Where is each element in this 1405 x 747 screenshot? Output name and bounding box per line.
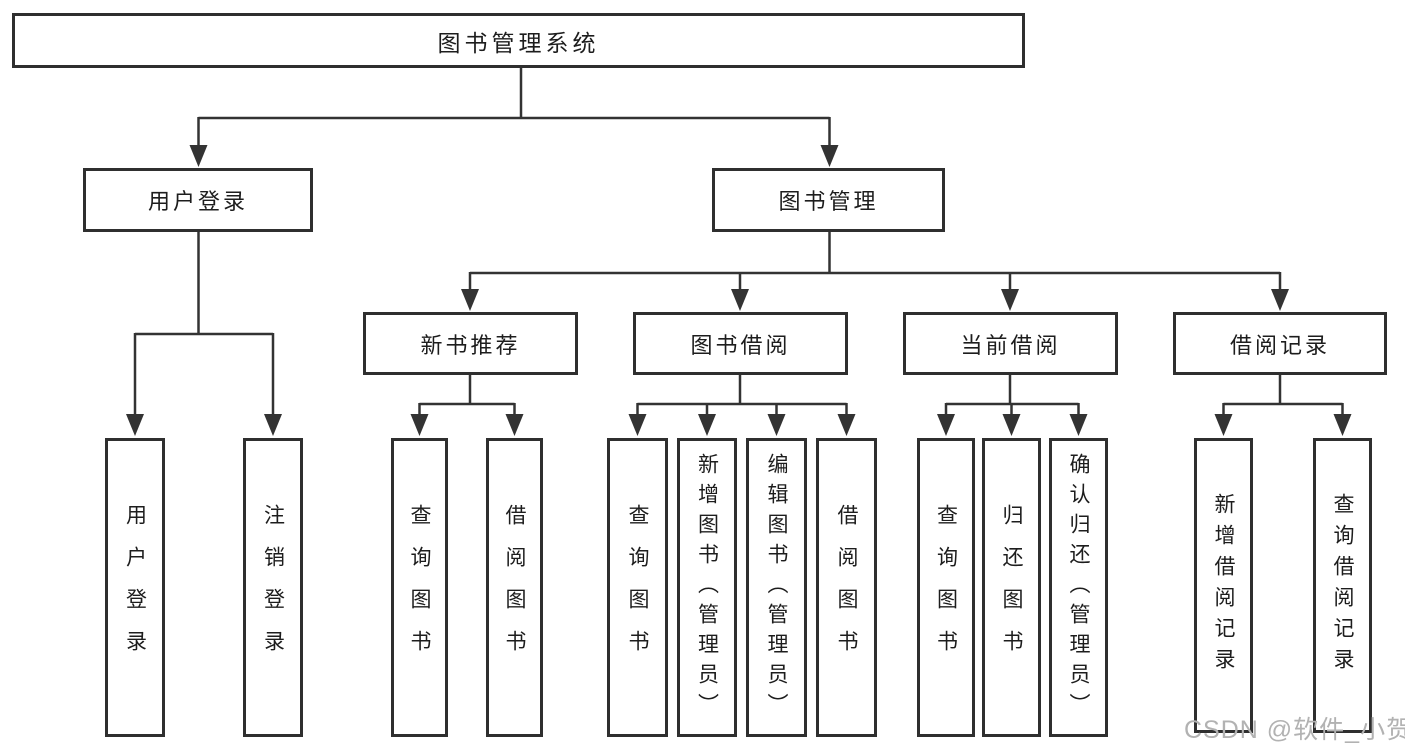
node-book-management: 图书管理: [712, 168, 945, 232]
node-label: 用户登录: [147, 189, 248, 214]
leaf-label: 查询借阅记录: [1331, 492, 1354, 679]
leaf-label: 确认归还（管理员）: [1067, 452, 1090, 723]
leaf-bb-query-book: 查询图书: [607, 438, 668, 737]
node-new-book-recommend: 新书推荐: [363, 312, 578, 375]
leaf-label: 归还图书: [1000, 503, 1023, 672]
leaf-label: 用户登录: [123, 503, 147, 672]
node-root-system: 图书管理系统: [12, 13, 1025, 68]
leaf-label: 编辑图书（管理员）: [765, 452, 788, 723]
leaf-logout: 注销登录: [243, 438, 303, 737]
leaf-bb-borrow-book: 借阅图书: [816, 438, 877, 737]
leaf-cb-query-book: 查询图书: [917, 438, 975, 737]
leaf-label: 查询图书: [626, 503, 649, 672]
node-label: 图书管理: [778, 189, 879, 214]
leaf-label: 查询图书: [408, 503, 431, 672]
node-user-login: 用户登录: [83, 168, 313, 232]
leaf-user-login: 用户登录: [105, 438, 165, 737]
node-label: 图书管理系统: [437, 29, 600, 56]
leaf-bb-edit-book-admin: 编辑图书（管理员）: [746, 438, 807, 737]
node-label: 当前借阅: [960, 332, 1061, 358]
leaf-bb-add-book-admin: 新增图书（管理员）: [677, 438, 737, 737]
node-label: 借阅记录: [1229, 332, 1330, 358]
leaf-cb-return-book: 归还图书: [982, 438, 1041, 737]
leaf-label: 新增图书（管理员）: [695, 452, 719, 723]
node-borrow-records: 借阅记录: [1173, 312, 1387, 375]
leaf-br-query-record: 查询借阅记录: [1313, 438, 1372, 733]
leaf-label: 查询图书: [934, 503, 958, 672]
leaf-label: 借阅图书: [503, 503, 526, 672]
leaf-nb-borrow-book: 借阅图书: [486, 438, 543, 737]
leaf-label: 注销登录: [261, 503, 285, 672]
leaf-label: 借阅图书: [835, 503, 858, 672]
node-book-borrow: 图书借阅: [633, 312, 848, 375]
node-label: 新书推荐: [420, 332, 521, 358]
leaf-br-add-record: 新增借阅记录: [1194, 438, 1253, 733]
leaf-label: 新增借阅记录: [1212, 492, 1235, 679]
csdn-watermark: CSDN @软件_小贺同学: [1184, 716, 1405, 744]
leaf-cb-confirm-return-admin: 确认归还（管理员）: [1049, 438, 1108, 737]
leaf-nb-query-book: 查询图书: [391, 438, 448, 737]
node-label: 图书借阅: [690, 332, 791, 358]
node-current-borrow: 当前借阅: [903, 312, 1118, 375]
